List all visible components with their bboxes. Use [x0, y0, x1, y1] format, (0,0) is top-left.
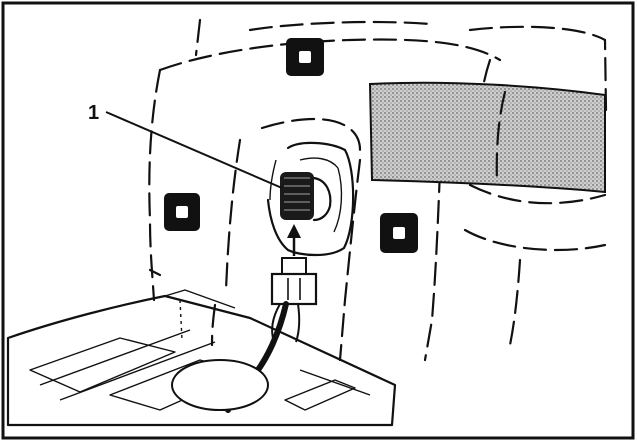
callout-1-leader	[105, 111, 283, 189]
plug-housing	[270, 257, 318, 306]
grommet-plug-right	[380, 213, 418, 253]
connector	[280, 172, 332, 222]
insertion-arrow	[287, 224, 301, 256]
floor-panel	[6, 289, 397, 427]
mounting-bracket	[266, 141, 355, 257]
grommet-plug-left	[164, 193, 200, 231]
callout-1: 1	[88, 102, 283, 189]
floor-mat-strip	[368, 81, 606, 194]
callout-1-label: 1	[88, 102, 99, 124]
grommet-plug-top	[286, 38, 324, 76]
